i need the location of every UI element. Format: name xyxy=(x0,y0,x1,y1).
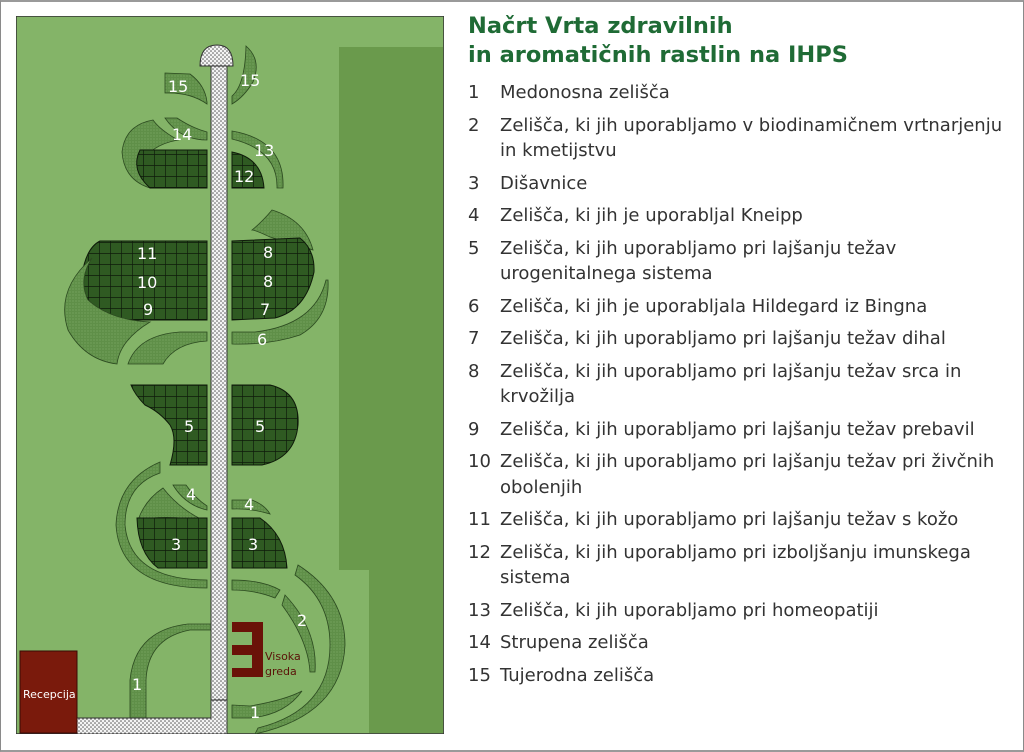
bed-label-8-middle: 8 xyxy=(263,272,273,291)
bed-label-9: 9 xyxy=(143,300,153,319)
bed-label-12: 12 xyxy=(234,167,254,186)
bed-label-1-left: 1 xyxy=(132,675,142,694)
bed-label-15-left: 15 xyxy=(168,77,188,96)
bed-label-3-right: 3 xyxy=(248,535,258,554)
bed-label-10: 10 xyxy=(137,273,157,292)
bed-label-11: 11 xyxy=(137,244,157,263)
raised-bed xyxy=(232,622,263,677)
title-line-2: in aromatičnih rastlin na IHPS xyxy=(468,42,848,68)
bed-label-1-right: 1 xyxy=(250,703,260,722)
title-line-1: Načrt Vrta zdravilnih xyxy=(468,13,733,39)
bed-label-13: 13 xyxy=(254,141,274,160)
bed-label-15-right: 15 xyxy=(240,71,260,90)
diagram-title: Načrt Vrta zdravilnih in aromatičnih ras… xyxy=(468,12,1016,70)
legend-panel: Načrt Vrta zdravilnih in aromatičnih ras… xyxy=(466,12,1016,695)
reception-building xyxy=(19,650,78,734)
bed-label-8-top: 8 xyxy=(263,243,273,262)
bed-label-4-left: 4 xyxy=(186,485,196,504)
raised-bed-label-line1: Visoka xyxy=(265,650,301,663)
bed-label-14: 14 xyxy=(172,125,192,144)
bed-label-3-left: 3 xyxy=(171,535,181,554)
bed-label-2: 2 xyxy=(297,611,307,630)
bed-label-7: 7 xyxy=(260,300,270,319)
bed-label-4-right: 4 xyxy=(244,495,254,514)
bed-label-5-left: 5 xyxy=(184,417,194,436)
reception-label: Recepcija xyxy=(23,688,76,701)
bed-label-6: 6 xyxy=(257,330,267,349)
bed-label-5-right: 5 xyxy=(255,417,265,436)
main-path xyxy=(199,44,234,67)
garden-map: 15 15 14 13 12 11 10 9 8 8 7 6 5 5 4 4 3… xyxy=(16,16,444,734)
raised-bed-label-line2: greda xyxy=(265,665,297,678)
